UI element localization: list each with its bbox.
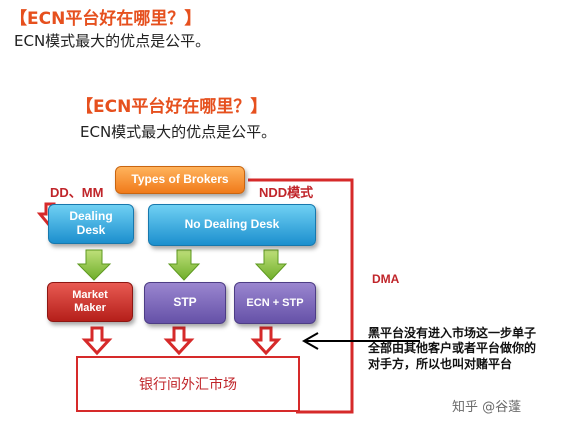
green-arrow-icon: [254, 249, 288, 281]
types-of-brokers-box: Types of Brokers: [115, 166, 245, 194]
dma-label: DMA: [372, 272, 400, 286]
pointer-arrow-head: [301, 332, 319, 350]
page-subtitle: ECN模式最大的优点是公平。: [14, 32, 211, 50]
no-dealing-desk-box: No Dealing Desk: [148, 204, 316, 246]
red-arrow-icon: [163, 326, 195, 356]
dd-mm-label: DD、MM: [50, 185, 104, 200]
ndd-mode-label: NDD模式: [259, 185, 314, 200]
figure-title: 【ECN平台好在哪里？】: [76, 97, 268, 117]
watermark: 知乎 @谷蓬: [452, 400, 522, 415]
market-maker-box: Market Maker: [47, 282, 133, 322]
green-arrow-icon: [76, 249, 112, 281]
red-arrow-icon: [81, 326, 113, 356]
black-platform-note: 黑平台没有进入市场这一步单子全部由其他客户或者平台做你的对手方，所以也叫对赌平台: [368, 326, 537, 371]
interbank-market-box: 银行间外汇市场: [76, 356, 300, 412]
dealing-desk-box: Dealing Desk: [48, 204, 134, 244]
red-arrow-icon: [250, 326, 282, 356]
interbank-market-label: 银行间外汇市场: [139, 377, 237, 393]
figure-subtitle: ECN模式最大的优点是公平。: [80, 123, 277, 141]
ecn-stp-box: ECN + STP: [234, 282, 316, 324]
stp-box: STP: [144, 282, 226, 324]
green-arrow-icon: [167, 249, 201, 281]
page-title: 【ECN平台好在哪里？】: [10, 9, 202, 29]
dma-route-line: [248, 178, 354, 414]
